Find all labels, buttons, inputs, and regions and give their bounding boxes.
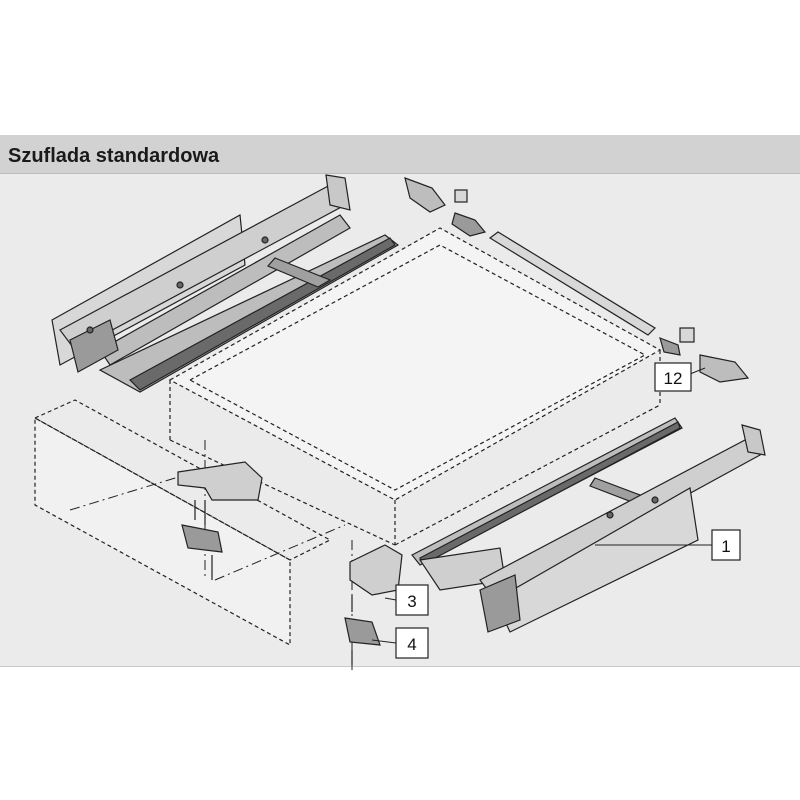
left-drawer-rail	[98, 234, 400, 393]
left-runner	[51, 174, 351, 373]
rod-coupler-bottom	[659, 327, 750, 383]
callout-label: 1	[721, 537, 730, 556]
callout-label: 4	[407, 635, 416, 654]
callout-label: 12	[664, 369, 683, 388]
drawer-box	[168, 227, 662, 546]
right-runner	[479, 424, 766, 633]
callout-1: 1	[711, 529, 741, 561]
callout-3: 3	[395, 584, 429, 616]
stabilizer-rod	[488, 231, 656, 336]
callout-leaders	[371, 367, 712, 644]
title-bar	[0, 135, 800, 174]
callout-12: 12	[654, 362, 692, 392]
front-bracket-right	[344, 544, 403, 665]
rod-coupler-top	[404, 177, 487, 237]
callout-4: 4	[395, 627, 429, 659]
callout-label: 3	[407, 592, 416, 611]
front-bracket-left	[177, 461, 263, 580]
page-title: Szuflada standardowa	[8, 145, 220, 167]
